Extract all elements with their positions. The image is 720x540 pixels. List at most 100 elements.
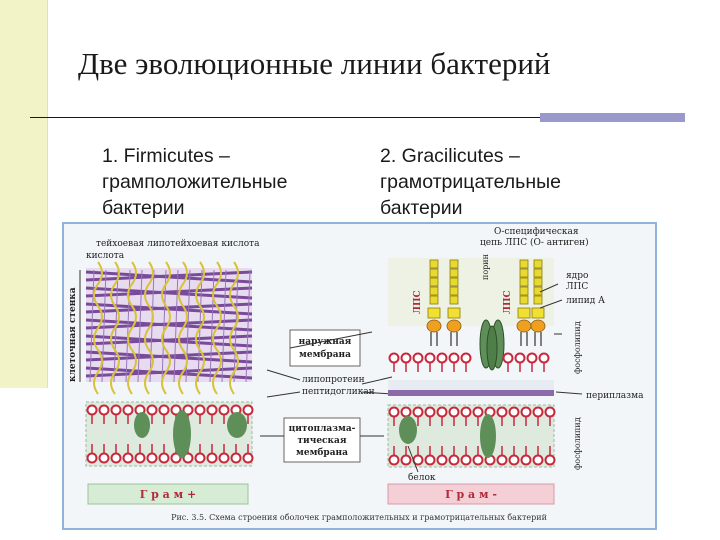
right-column-text: 2. Gracilicutes – грамотрицательные бакт… [380, 143, 561, 221]
periplasm-label: периплазма [586, 391, 644, 401]
porin-subunit [486, 325, 498, 371]
phospholipid-head [538, 352, 550, 364]
title-underline [30, 117, 540, 118]
lps-core [447, 307, 461, 319]
phospholipid-head [146, 452, 158, 464]
lps-sugar-unit [449, 268, 459, 278]
phospholipid-head [460, 352, 472, 364]
phospholipid-head [400, 406, 412, 418]
phospholipid-head [424, 352, 436, 364]
o-specific-label-2: цепь ЛПС (О- антиген) [480, 237, 589, 248]
lps-core [427, 307, 441, 319]
figure-svg: клеточная стенка тейхоевая липотейхоевая… [62, 222, 657, 530]
slide-side-bar [0, 0, 48, 388]
gram-negative-membrane-proteins [399, 414, 496, 458]
lps-sugar-unit [429, 268, 439, 278]
porin-label: порин [481, 254, 490, 280]
teichoic-label: тейхоевая липотейхоевая кислота [96, 239, 260, 249]
phospholipid-head [110, 452, 122, 464]
phospholipid-head [532, 454, 544, 466]
lps-chains [426, 259, 546, 346]
membrane-protein [399, 416, 417, 444]
lps-core [517, 307, 531, 319]
lps-sugar-unit [429, 286, 439, 296]
peptidoglycan-strand [85, 286, 253, 298]
phospholipid-head [436, 454, 448, 466]
phospholipid-head [194, 404, 206, 416]
peptidoglycan-crosslink [161, 269, 167, 383]
teichoic-strand [212, 261, 222, 395]
gram-negative-panel: ЛПС ЛПС порин О-специфическая цепь ЛПС (… [387, 227, 644, 505]
left-column-text: 1. Firmicutes – грамположительные бактер… [102, 143, 287, 221]
outer-membrane-label-1: наружная [299, 337, 352, 347]
phospholipid-head [508, 454, 520, 466]
teichoic-strand [195, 261, 205, 395]
phospholipid-head [412, 406, 424, 418]
phospholipid-head [520, 454, 532, 466]
lipid-a [426, 319, 442, 333]
peptidoglycan-crosslink [137, 269, 143, 383]
right-column-line-3: бактерии [380, 197, 463, 219]
periplasm-band [388, 380, 554, 390]
lps-sugar-unit [449, 286, 459, 296]
left-column-line-2: грамположительные [102, 171, 288, 193]
phospholipid-head [520, 406, 532, 418]
lps-sugar-unit [449, 259, 459, 269]
phospholipid-head [146, 404, 158, 416]
phospholipid-head [388, 406, 400, 418]
phospholipid-head [448, 406, 460, 418]
phospholipid-head [460, 454, 472, 466]
phospholipid-head [86, 404, 98, 416]
phospholipid-head [218, 404, 230, 416]
cytoplasmic-label-1: цитоплазма- [289, 424, 356, 434]
phospholipid-head [98, 452, 110, 464]
peptidoglycan-crosslink [149, 269, 155, 383]
phospholipid-head [230, 452, 242, 464]
phospholipid-head [544, 454, 556, 466]
phospholipid-head [496, 406, 508, 418]
phospholipid-head [502, 352, 514, 364]
thin-peptidoglycan-layer [388, 390, 554, 396]
cell-wall-label: клеточная стенка [68, 287, 78, 382]
phospholipid-head [122, 452, 134, 464]
phospholipid-head [460, 406, 472, 418]
lps-sugar-unit [519, 268, 529, 278]
phospholipid-head [472, 454, 484, 466]
lps-sugar-unit [519, 295, 529, 305]
phospholipid-head [424, 454, 436, 466]
phospholipid-head [98, 404, 110, 416]
peptidoglycan-crosslink [221, 269, 227, 383]
teichoic-strand [178, 261, 188, 395]
teichoic-strand [93, 261, 103, 395]
phospholipid-head [400, 454, 412, 466]
outer-membrane-label-box [289, 329, 361, 367]
pointer-line [266, 369, 301, 381]
peptidoglycan-strand [85, 334, 253, 346]
lps-sugar-unit [429, 259, 439, 269]
inner-membrane-phospholipids [388, 406, 556, 466]
gram-negative-footer [387, 483, 555, 505]
phospholipid-head [472, 406, 484, 418]
peptidoglycan-crosslink [197, 269, 203, 383]
figure-caption: Рис. 3.5. Схема строения оболочек грампо… [171, 513, 547, 522]
right-column-line-2: грамотрицательные [380, 171, 561, 193]
lps-sugar-unit [449, 277, 459, 287]
phospholipid-head [400, 352, 412, 364]
lipid-a [446, 319, 462, 333]
phospholipid-head [158, 452, 170, 464]
teichoic-strand [161, 261, 171, 395]
phospholipid-head [532, 406, 544, 418]
core-label-1: ядро [566, 271, 588, 281]
lps-sugar-unit [429, 277, 439, 287]
lps-core [531, 307, 545, 319]
lipoprotein-label: липопротеин [302, 375, 365, 385]
cytoplasmic-membrane-label-box [283, 417, 361, 463]
membrane-protein [134, 412, 150, 438]
gram-positive-footer [87, 483, 249, 505]
lps-sugar-unit [519, 286, 529, 296]
outer-membrane-label-2: мембрана [299, 349, 351, 360]
phospholipid-head [448, 352, 460, 364]
lps-sugar-unit [449, 295, 459, 305]
phospholipid-head [424, 406, 436, 418]
left-column-line-1: 1. Firmicutes – [102, 145, 230, 167]
